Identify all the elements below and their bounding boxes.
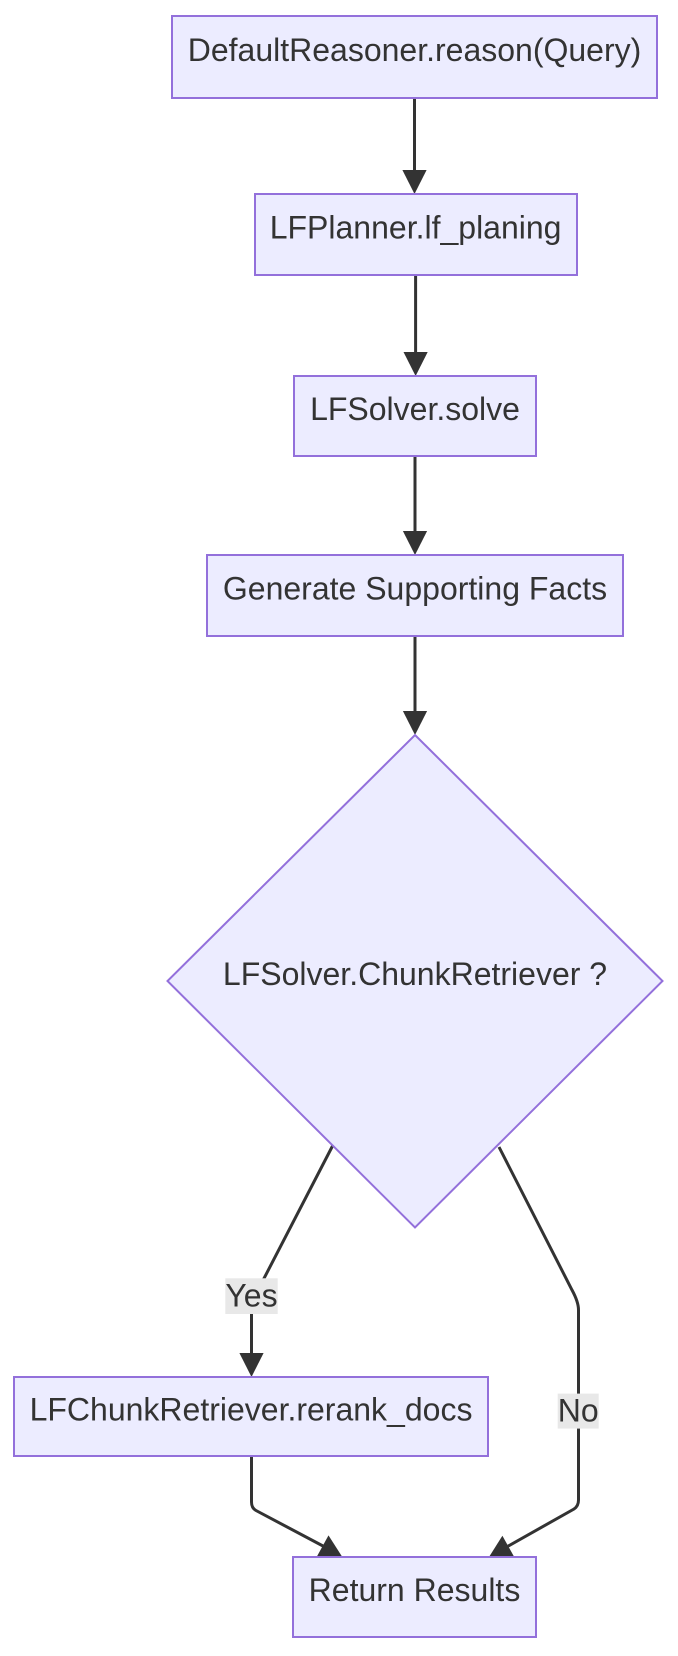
svg-text:Return Results: Return Results [309,1572,521,1608]
svg-text:Generate Supporting Facts: Generate Supporting Facts [223,571,607,607]
svg-text:LFSolver.ChunkRetriever ?: LFSolver.ChunkRetriever ? [223,956,607,992]
svg-text:DefaultReasoner.reason(Query): DefaultReasoner.reason(Query) [188,32,642,68]
svg-text:LFPlanner.lf_planing: LFPlanner.lf_planing [270,210,562,246]
svg-text:LFChunkRetriever.rerank_docs: LFChunkRetriever.rerank_docs [30,1392,473,1428]
svg-text:LFSolver.solve: LFSolver.solve [310,391,520,427]
svg-text:No: No [558,1393,599,1429]
svg-text:Yes: Yes [225,1277,277,1313]
